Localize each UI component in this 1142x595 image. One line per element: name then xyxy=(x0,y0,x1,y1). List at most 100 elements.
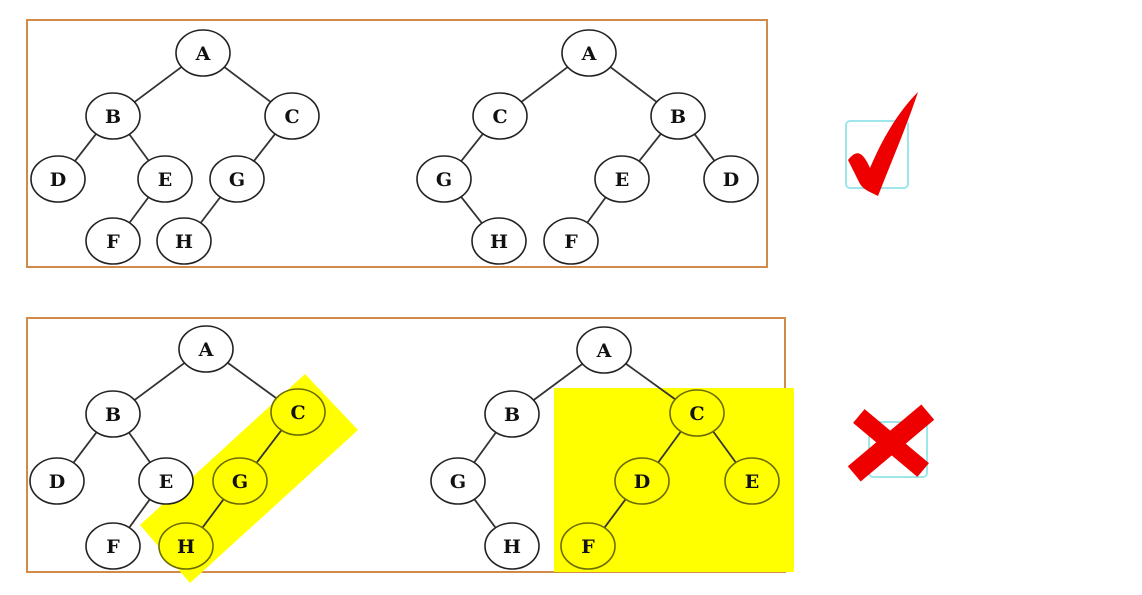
node-circle xyxy=(724,457,780,505)
edge-A-B xyxy=(132,65,184,104)
node-circle xyxy=(212,457,268,505)
node-circle xyxy=(138,457,194,505)
node-label: H xyxy=(490,231,508,253)
edge-A-B xyxy=(132,361,187,402)
edge-E-F xyxy=(128,196,150,224)
check-mark-icon xyxy=(845,92,918,196)
node-circle xyxy=(264,92,320,140)
tree-node-F: F xyxy=(85,522,141,570)
node-circle xyxy=(270,388,326,436)
edge-E-F xyxy=(128,498,151,529)
node-label: G xyxy=(436,169,452,191)
edge-B-E xyxy=(637,132,663,163)
node-label: D xyxy=(49,471,65,493)
edge-C-D xyxy=(656,430,683,464)
edge-A-C xyxy=(519,65,570,104)
node-circle xyxy=(703,155,759,203)
tree-node-A: A xyxy=(576,326,632,374)
tree-node-A: A xyxy=(175,29,231,77)
node-label: A xyxy=(581,43,597,65)
node-circle xyxy=(484,390,540,438)
node-circle xyxy=(430,457,486,505)
node-circle xyxy=(561,29,617,77)
node-label: G xyxy=(229,169,245,191)
node-circle xyxy=(543,217,599,265)
edge-B-D xyxy=(693,133,716,162)
node-circle xyxy=(576,326,632,374)
tree-node-F: F xyxy=(85,217,141,265)
tree-node-G: G xyxy=(212,457,268,505)
edge-A-C xyxy=(226,361,278,400)
tree-node-A: A xyxy=(178,325,234,373)
node-label: C xyxy=(290,402,305,424)
node-circle xyxy=(85,217,141,265)
node-label: D xyxy=(723,169,739,191)
edge-C-G xyxy=(252,132,277,163)
edge-D-F xyxy=(603,498,627,529)
edge-A-B xyxy=(531,362,585,402)
edge-G-H xyxy=(473,498,497,529)
node-circle xyxy=(137,155,193,203)
node-circle xyxy=(209,155,265,203)
tree-node-D: D xyxy=(30,155,86,203)
node-label: F xyxy=(106,231,120,253)
node-label: B xyxy=(670,106,686,128)
edge-E-F xyxy=(586,196,607,224)
edge-B-E xyxy=(128,133,150,162)
node-label: H xyxy=(177,536,195,558)
node-circle xyxy=(30,155,86,203)
tree-node-H: H xyxy=(484,522,540,570)
node-circle xyxy=(614,457,670,505)
node-label: C xyxy=(492,106,507,128)
node-label: F xyxy=(581,536,595,558)
edge-C-G xyxy=(255,429,283,464)
edge-C-E xyxy=(711,430,738,464)
node-label: D xyxy=(634,471,650,493)
node-circle xyxy=(85,522,141,570)
node-circle xyxy=(472,92,528,140)
node-label: G xyxy=(232,471,248,493)
tree-node-H: H xyxy=(156,217,212,265)
edge-G-H xyxy=(459,195,484,225)
node-label: A xyxy=(195,43,211,65)
node-circle xyxy=(484,522,540,570)
tree-node-B: B xyxy=(85,92,141,140)
node-label: E xyxy=(159,471,173,493)
node-circle xyxy=(85,390,141,438)
node-label: C xyxy=(284,106,299,128)
tree-node-E: E xyxy=(138,457,194,505)
node-label: E xyxy=(745,471,759,493)
node-circle xyxy=(594,155,650,203)
tree-node-A: A xyxy=(561,29,617,77)
cross-mark-stroke-2 xyxy=(853,409,929,477)
node-label: D xyxy=(50,169,66,191)
node-label: B xyxy=(504,404,520,426)
node-label: G xyxy=(450,471,466,493)
node-label: F xyxy=(564,231,578,253)
tree-node-B: B xyxy=(650,92,706,140)
node-circle xyxy=(471,217,527,265)
edge-B-G xyxy=(472,431,498,464)
node-circle xyxy=(29,457,85,505)
node-circle xyxy=(158,522,214,570)
node-circle xyxy=(650,92,706,140)
tree-node-C: C xyxy=(270,388,326,436)
tree-node-F: F xyxy=(560,522,616,570)
node-label: B xyxy=(105,106,121,128)
edge-B-D xyxy=(72,431,98,464)
tree-node-D: D xyxy=(29,457,85,505)
node-circle xyxy=(560,522,616,570)
node-label: H xyxy=(175,231,193,253)
edge-G-H xyxy=(201,498,225,529)
tree-node-C: C xyxy=(264,92,320,140)
node-label: A xyxy=(198,339,214,361)
node-circle xyxy=(175,29,231,77)
node-label: A xyxy=(596,340,612,362)
tree-node-G: G xyxy=(430,457,486,505)
